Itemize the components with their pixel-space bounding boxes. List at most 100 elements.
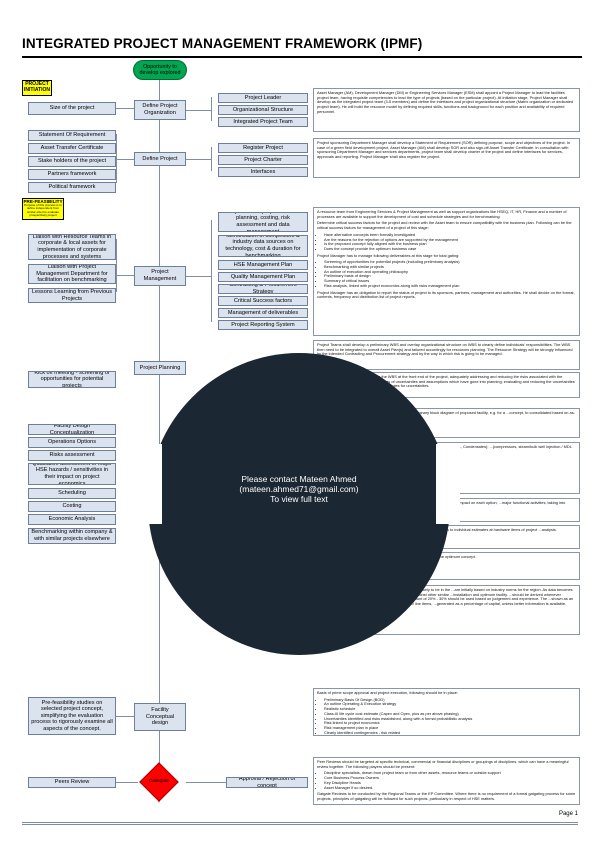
watermark-line-2: (mateen.ahmed71@gmail.com) [239, 484, 359, 494]
box-critical-success-factors[interactable]: Critical Success factors [218, 296, 308, 306]
right-connector-1 [186, 110, 211, 111]
box-liaison-pmd[interactable]: Liaison with Project Management Departme… [28, 264, 116, 284]
spine-line [159, 80, 160, 800]
left-connector-peers [116, 782, 138, 783]
right-bracket-1 [211, 97, 212, 121]
list-item: An outline Operating & Execution strateg… [324, 702, 576, 707]
list-item: Does the concept provide the optimum bus… [324, 246, 576, 252]
list-item: Have alternative concepts been formally … [324, 232, 576, 238]
note-text: A resource team from Engineering Service… [317, 209, 567, 219]
list-item: Realistic schedule [324, 706, 576, 712]
left-connector-prefeas [116, 716, 134, 717]
box-scheduling[interactable]: Scheduling [28, 488, 116, 499]
box-organizational-structure[interactable]: Organizational Structure [218, 105, 308, 115]
note-text: Project sponsoring Department Manager sh… [317, 140, 571, 160]
box-facility-conceptual-design[interactable]: Facility Conceptual design [134, 703, 186, 731]
right-bracket-3 [211, 220, 212, 322]
box-qualitative-hse[interactable]: Qualitative assessment of major HSE haza… [28, 463, 116, 485]
box-kick-off[interactable]: Kick off meeting - screening of opportun… [28, 371, 116, 388]
note-peer-reviews: Peer Reviews should be targeted at speci… [313, 757, 580, 805]
list-item: Screening of opportunities for potential… [324, 260, 576, 265]
note-text: Project Manager has an obligation to rep… [317, 289, 575, 300]
list-item: Preliminary basis of design [324, 274, 576, 279]
box-lessons-learning[interactable]: Lessons Learning from Previous Projects [28, 288, 116, 303]
box-statement-of-requirement[interactable]: Statement Of Requirement [28, 130, 116, 141]
box-size-of-project[interactable]: Size of the project [28, 102, 116, 115]
list-item: Risk linked to project economics [324, 721, 576, 726]
page-title: INTEGRATED PROJECT MANAGEMENT FRAMEWORK … [22, 36, 423, 51]
note-project-management: A resource team from Engineering Service… [313, 207, 580, 336]
box-hse-management-plan[interactable]: HSE Management Plan [218, 260, 308, 270]
box-asset-transfer-certificate[interactable]: Asset Transfer Certificate [28, 143, 116, 154]
note-text: Project Manager has to manage following … [317, 252, 460, 258]
box-liaison-resource-teams[interactable]: Liaison with Resource Teams in corporate… [28, 234, 116, 260]
note-text: Asset Manager (AM), Development Manager … [317, 90, 574, 114]
box-define-project[interactable]: Define Project [134, 152, 186, 166]
box-management-deliverables[interactable]: Management of deliverables [218, 308, 308, 318]
box-interfaces[interactable]: Interfaces [218, 167, 308, 177]
list-item: Core Business Process Owners [324, 775, 576, 781]
box-register-project[interactable]: Register Project [218, 143, 308, 153]
box-project-charter[interactable]: Project Charter [218, 155, 308, 165]
box-prefeasibility-studies[interactable]: Pre-feasibility studies on selected proj… [28, 697, 116, 735]
left-connector-2 [116, 275, 134, 276]
box-define-project-organization[interactable]: Define Project Organization [134, 100, 186, 120]
watermark-inner [162, 444, 436, 524]
box-contracting-procurement[interactable]: Contracting & Procurement Strategy [218, 284, 308, 294]
note-define-project: Project sponsoring Department Manager sh… [313, 138, 580, 178]
left-bracket-1 [116, 134, 117, 183]
note-list: Screening of opportunities for potential… [317, 260, 576, 288]
box-quality-management-plan[interactable]: Quality Management Plan [218, 272, 308, 282]
list-item: An outline of execution and operating ph… [324, 269, 576, 275]
box-economic-analysis[interactable]: Economic Analysis [28, 514, 116, 525]
label-initiation: PROJECT INITIATION [22, 80, 52, 96]
gate-diamond-label: Gategate [149, 779, 169, 784]
box-partners-framework[interactable]: Partners framework [28, 169, 116, 180]
page-number: Page 1 [558, 811, 578, 817]
box-acquisition-tools[interactable]: Acquisition of proper tools for planning… [218, 212, 308, 232]
box-project-reporting-system[interactable]: Project Reporting System [218, 320, 308, 330]
list-item: Risk management plan in place [324, 725, 576, 731]
box-operations-options[interactable]: Operations Options [28, 437, 116, 448]
box-project-leader[interactable]: Project Leader [218, 93, 308, 103]
box-stake-holders[interactable]: Stake holders of the project [28, 156, 116, 167]
list-item: Benchmarking with similar projects [324, 264, 576, 270]
list-item: Asset Manager if so desired. [324, 785, 576, 791]
box-project-planning[interactable]: Project Planning [134, 361, 186, 375]
box-integrated-project-team[interactable]: Integrated Project Team [218, 117, 308, 127]
box-identification-competitors[interactable]: Identification of competitors & industry… [218, 235, 308, 257]
box-project-management[interactable]: Project Management [134, 266, 186, 286]
list-item: Is the proposed concept fully aligned wi… [324, 242, 576, 247]
box-facility-design-conceptualization[interactable]: Facility Design Conceptualization [28, 424, 116, 435]
list-item: Class-III life cycle cost estimate (Cape… [324, 711, 576, 717]
left-connector-0 [116, 108, 134, 109]
list-item: Clearly identified contingencies - risk … [324, 730, 576, 735]
box-approval-rejection[interactable]: Approval / Rejection of concept [226, 777, 308, 788]
note-text: Project Teams shall develop a preliminar… [317, 342, 573, 357]
note-list: Discipline specialists, drawn from proje… [317, 771, 576, 790]
box-risks-assessment[interactable]: Risks assessment [28, 450, 116, 461]
left-connector-1 [116, 159, 134, 160]
box-benchmarking[interactable]: Benchmarking within company & with simil… [28, 528, 116, 544]
list-item: Risk analysis, linked with project econo… [324, 283, 576, 289]
note-project-organization: Asset Manager (AM), Development Manager … [313, 88, 580, 132]
note-text: Peer Reviews should be targeted at speci… [317, 759, 569, 769]
box-peers-review[interactable]: Peers Review [28, 777, 116, 788]
box-political-framework[interactable]: Political framework [28, 182, 116, 193]
note-text: Basis of prime scope approval and projec… [317, 690, 459, 695]
footer-rule-2 [22, 824, 578, 825]
right-connector-approval [186, 782, 226, 783]
list-item: Key Discipline Heads [324, 780, 576, 786]
watermark-line-3: To view full text [270, 494, 328, 504]
title-rule [22, 56, 582, 58]
note-text: Determine critical success factors for t… [317, 220, 572, 231]
list-item: Are the reasons for the rejection of opt… [324, 237, 576, 243]
note-text: Gatgate Reviews to be conducted by the R… [317, 791, 576, 801]
right-connector-2 [186, 159, 211, 160]
note-list: Preliminary Basis Of Design (BOD) An out… [317, 697, 576, 735]
right-bracket-2 [211, 147, 212, 171]
watermark-line-1: Please contact Mateen Ahmed [241, 474, 357, 484]
left-bracket-2 [116, 239, 117, 292]
box-costing[interactable]: Costing [28, 501, 116, 512]
note-list: Have alternative concepts been formally … [317, 232, 576, 252]
